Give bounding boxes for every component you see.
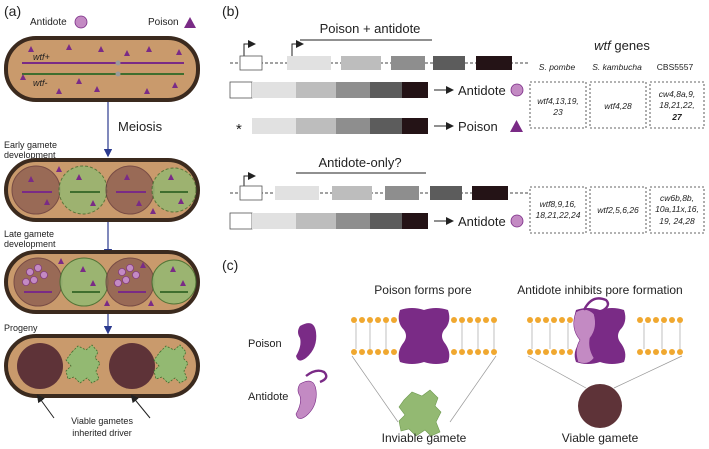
gene-row-2 [230,172,528,201]
poison-triangles [20,44,182,94]
poison-protein-icon [296,323,317,361]
cell-progeny [4,334,200,398]
legend-antidote-icon [74,15,88,29]
cell-r2-pombe-1: wtf8,9,16, [540,199,577,209]
legend-poison-label: Poison [148,17,179,28]
allele-wtf-minus-label: wtf- [33,78,48,88]
panel-a-label: (a) [4,3,21,19]
poison-icon [510,120,523,132]
cell-r2-cbs-3: 19, 24,28 [659,216,695,226]
legend-antidote-label: Antidote [30,17,67,28]
cell-r1-cbs-2: 18,21,22, [659,100,694,110]
cell-early-gametes [4,158,200,222]
viable-gamete-2 [109,343,155,389]
poison-label-c: Poison [248,338,282,350]
late-stage-label-2: development [4,239,56,249]
cell-r2-kambucha: wtf2,5,6,26 [597,205,639,215]
title-antidote-inhibits: Antidote inhibits pore formation [517,283,682,297]
late-stage-label-1: Late gamete [4,229,54,239]
inviable-gamete-1 [65,344,101,384]
out-antidote-1: Antidote [458,83,506,98]
panel-b: (b) Poison + antidote Antidote [222,3,705,234]
viable-gamete-shape [578,384,622,428]
membrane-inhibited: Viable gamete [527,297,683,445]
cell-r1-pombe-2: 23 [552,107,563,117]
allele-wtf-plus-label: wtf+ [33,52,50,62]
title-poison-pore: Poison forms pore [374,283,472,297]
cell-r1-pombe-1: wtf4,13,19, [537,96,579,106]
cell-r2-cbs-2: 10a,11x,16, [655,204,699,214]
transcript-antidote-1: Antidote [229,81,524,99]
pore-complex [398,308,450,364]
inviable-gamete-label: Inviable gamete [382,431,467,445]
panel-a: (a) Antidote Poison wtf+ wtf- [4,3,200,438]
species-pombe: S. pombe [539,62,576,72]
table-row-2 [529,186,705,234]
cell-r2-pombe-2: 18,21,22,24 [536,210,581,220]
antidote-protein-icon [295,380,317,419]
early-stage-label-2: development [4,150,56,160]
legend-poison-icon [184,17,196,28]
viable-gamete-label: Viable gamete [562,431,639,445]
panel-c-label: (c) [222,257,238,273]
cell-r2-cbs-1: cw6b,8b, [660,193,694,203]
transcript-poison: * Poison [236,118,523,138]
species-cbs5557: CBS5557 [657,62,694,72]
membrane-pore: Inviable gamete [351,308,497,445]
species-kambucha: S. kambucha [592,62,642,72]
viable-caption-1: Viable gametes [71,416,133,426]
antidote-loop [305,369,328,384]
header-poison-antidote: Poison + antidote [320,21,421,36]
cell-late-gametes [4,250,200,314]
gene-row-1 [230,40,528,71]
inviable-gamete-shape [398,389,442,437]
antidote-bound [573,309,596,364]
out-poison: Poison [458,119,498,134]
out-antidote-2: Antidote [458,214,506,229]
genes-title: wtf genes [594,38,650,53]
antidote-icon-2 [510,214,524,228]
cell-r1-cbs-3: 27 [671,112,683,122]
inviable-gamete-2 [153,344,189,384]
panel-c: (c) Poison forms pore Antidote inhibits … [222,257,683,445]
cell-r1-kambucha: wtf4,28 [604,101,632,111]
asterisk: * [236,121,242,138]
table-row-1 [529,81,705,129]
antidote-icon [510,83,524,97]
progeny-label: Progeny [4,323,38,333]
antidote-label-c: Antidote [248,391,288,403]
viable-gamete-1 [17,343,63,389]
meiosis-label: Meiosis [118,119,163,134]
panel-b-label: (b) [222,3,239,19]
header-antidote-only: Antidote-only? [318,155,401,170]
viable-caption-2: inherited driver [72,428,132,438]
transcript-antidote-2: Antidote [229,212,524,230]
early-stage-label-1: Early gamete [4,140,57,150]
cell-r1-cbs-1: cw4,8a,9, [659,89,695,99]
cell-diploid: wtf+ wtf- [4,36,200,102]
